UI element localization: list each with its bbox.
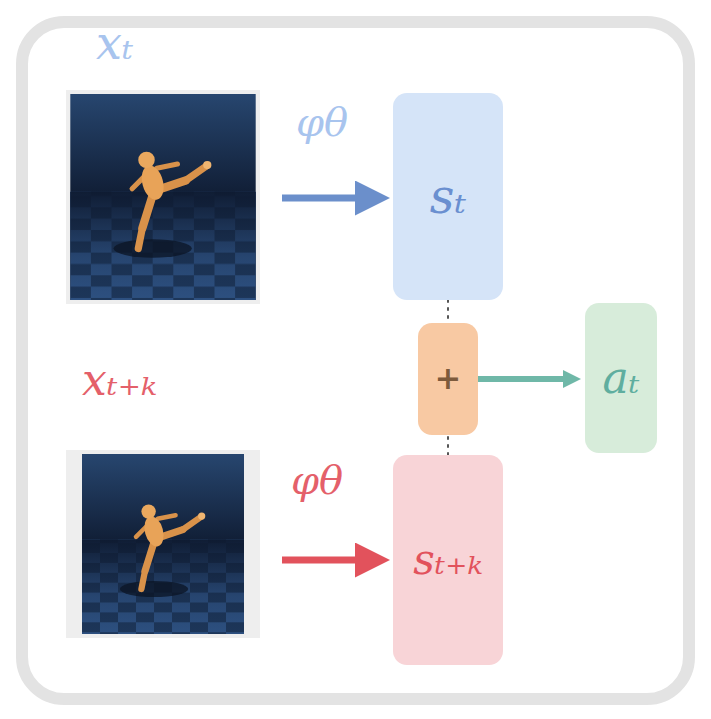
image-frame xyxy=(66,450,260,638)
encoder-arrow xyxy=(282,557,362,564)
encoder-arrow xyxy=(282,195,362,202)
node-text: sₜ xyxy=(430,170,466,223)
node-text: + xyxy=(435,361,462,396)
humanoid-image xyxy=(82,454,244,634)
encoder-label: φθ xyxy=(291,458,343,502)
image-frame xyxy=(66,90,260,304)
outer-frame xyxy=(22,22,689,699)
humanoid-image xyxy=(70,94,255,300)
join-line xyxy=(447,300,449,323)
state-box: sₜ₊ₖ xyxy=(393,455,503,665)
action-box: aₜ xyxy=(585,303,657,453)
state-box: sₜ xyxy=(393,93,503,300)
node-text: sₜ₊ₖ xyxy=(413,537,482,583)
sum-box: + xyxy=(418,323,478,435)
join-line xyxy=(447,435,449,455)
node-text: aₜ xyxy=(602,354,639,402)
encoder-label: φθ xyxy=(296,100,348,144)
image-label: xₜ xyxy=(96,18,133,69)
output-arrow xyxy=(478,376,563,382)
image-label: xₜ₊ₖ xyxy=(82,356,157,404)
